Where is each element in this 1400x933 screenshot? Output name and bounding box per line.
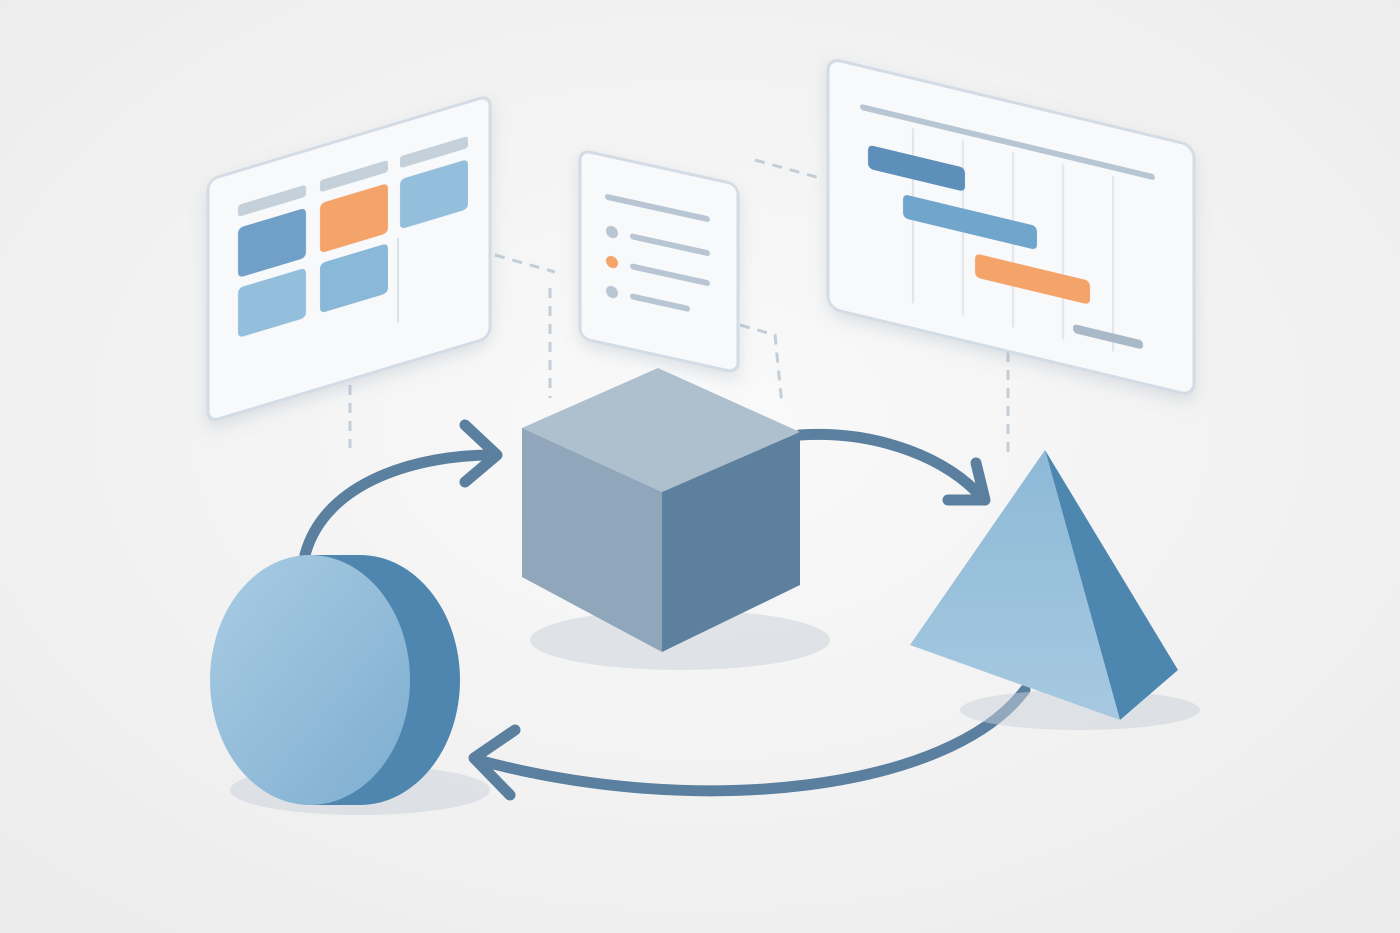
arrow-disc-to-cube bbox=[299, 449, 498, 561]
card bbox=[400, 160, 468, 229]
gantt-bar-highlighted bbox=[975, 254, 1090, 304]
bullet-icon bbox=[606, 285, 618, 299]
column-header bbox=[400, 136, 468, 168]
cycle-arrows bbox=[299, 419, 1031, 801]
card bbox=[320, 244, 388, 313]
card-highlighted bbox=[320, 184, 388, 253]
card bbox=[238, 208, 306, 277]
column-header bbox=[238, 185, 306, 217]
cube-shape bbox=[522, 368, 830, 670]
column-header bbox=[320, 160, 388, 192]
gantt-chart-panel bbox=[826, 58, 1196, 395]
gantt-bar bbox=[1073, 324, 1143, 349]
gantt-bar bbox=[903, 195, 1037, 250]
checklist-panel bbox=[578, 150, 740, 373]
bullet-icon bbox=[606, 255, 618, 269]
gantt-bar bbox=[868, 145, 965, 191]
kanban-board-panel bbox=[206, 96, 492, 422]
arrow-cube-to-prism bbox=[794, 428, 988, 504]
dashed-connectors bbox=[348, 158, 1010, 455]
cylinder-shape bbox=[210, 555, 490, 815]
card bbox=[238, 268, 306, 337]
bullet-icon bbox=[606, 225, 618, 239]
triangular-prism-shape bbox=[910, 450, 1200, 730]
arrow-prism-to-disc bbox=[472, 684, 1031, 797]
